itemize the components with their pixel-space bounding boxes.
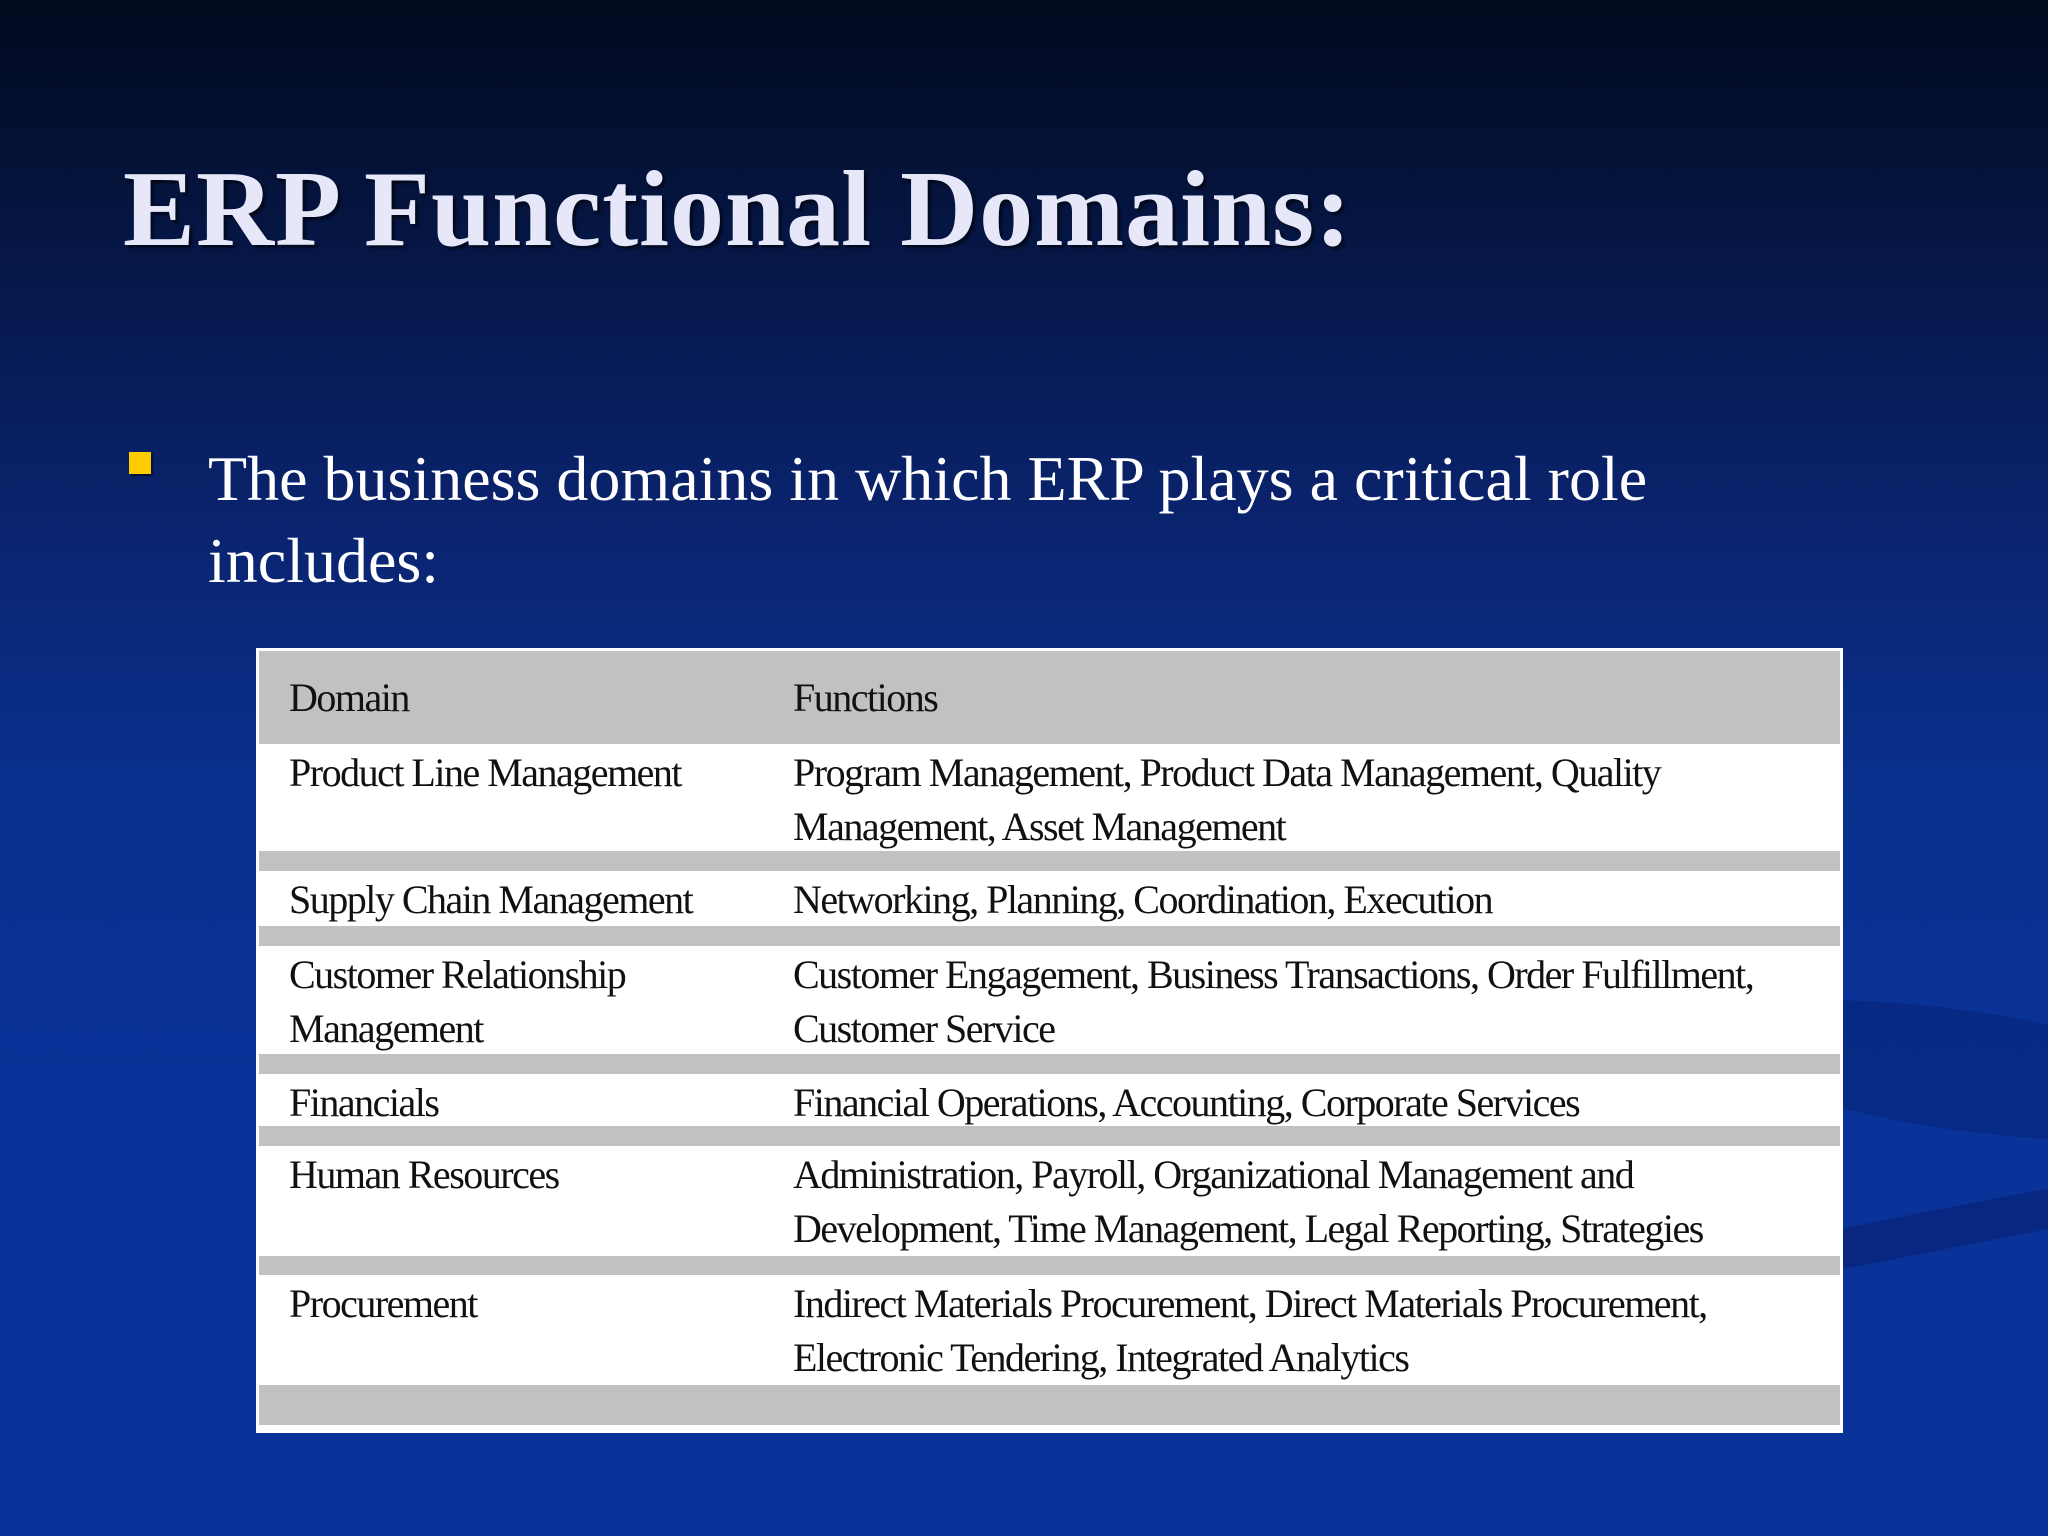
table-row: Customer Relationship Management Custome…	[259, 945, 1840, 1054]
domain-cell: Human Resources	[289, 1151, 560, 1197]
row-divider	[259, 851, 1840, 872]
functions-cell: Program Management, Product Data Managem…	[793, 750, 1662, 850]
table-row: Supply Chain Management Networking, Plan…	[259, 871, 1840, 927]
domain-cell: Financials	[289, 1079, 440, 1125]
row-divider	[259, 926, 1840, 946]
header-domain: Domain	[289, 674, 410, 720]
functions-cell: Financial Operations, Accounting, Corpor…	[793, 1079, 1581, 1125]
domain-cell: Procurement	[289, 1281, 478, 1327]
domain-cell: Supply Chain Management	[289, 877, 694, 923]
domain-cell: Product Line Management	[289, 750, 683, 796]
square-bullet-icon	[129, 452, 151, 474]
table-row: Product Line Management Program Manageme…	[259, 744, 1840, 852]
row-divider	[259, 1053, 1840, 1074]
table-row: Financials Financial Operations, Account…	[259, 1073, 1840, 1126]
table-row: Human Resources Administration, Payroll,…	[259, 1145, 1840, 1256]
header-functions: Functions	[793, 674, 939, 720]
functions-cell: Customer Engagement, Business Transactio…	[793, 951, 1755, 1051]
domain-cell: Customer Relationship Management	[289, 951, 627, 1051]
row-divider	[259, 1125, 1840, 1146]
functions-cell: Networking, Planning, Coordination, Exec…	[793, 877, 1494, 923]
table-header-row: Domain Functions	[259, 651, 1840, 745]
row-divider	[259, 1255, 1840, 1276]
functions-cell: Administration, Payroll, Organizational …	[793, 1151, 1704, 1251]
slide-title: ERP Functional Domains:	[123, 150, 1353, 269]
bullet-text: The business domains in which ERP plays …	[208, 443, 1648, 596]
functions-cell: Indirect Materials Procurement, Direct M…	[793, 1281, 1708, 1381]
table-footer-bar	[259, 1385, 1840, 1426]
erp-domains-table: Domain Functions Product Line Management…	[256, 648, 1843, 1433]
table-row: Procurement Indirect Materials Procureme…	[259, 1275, 1840, 1386]
